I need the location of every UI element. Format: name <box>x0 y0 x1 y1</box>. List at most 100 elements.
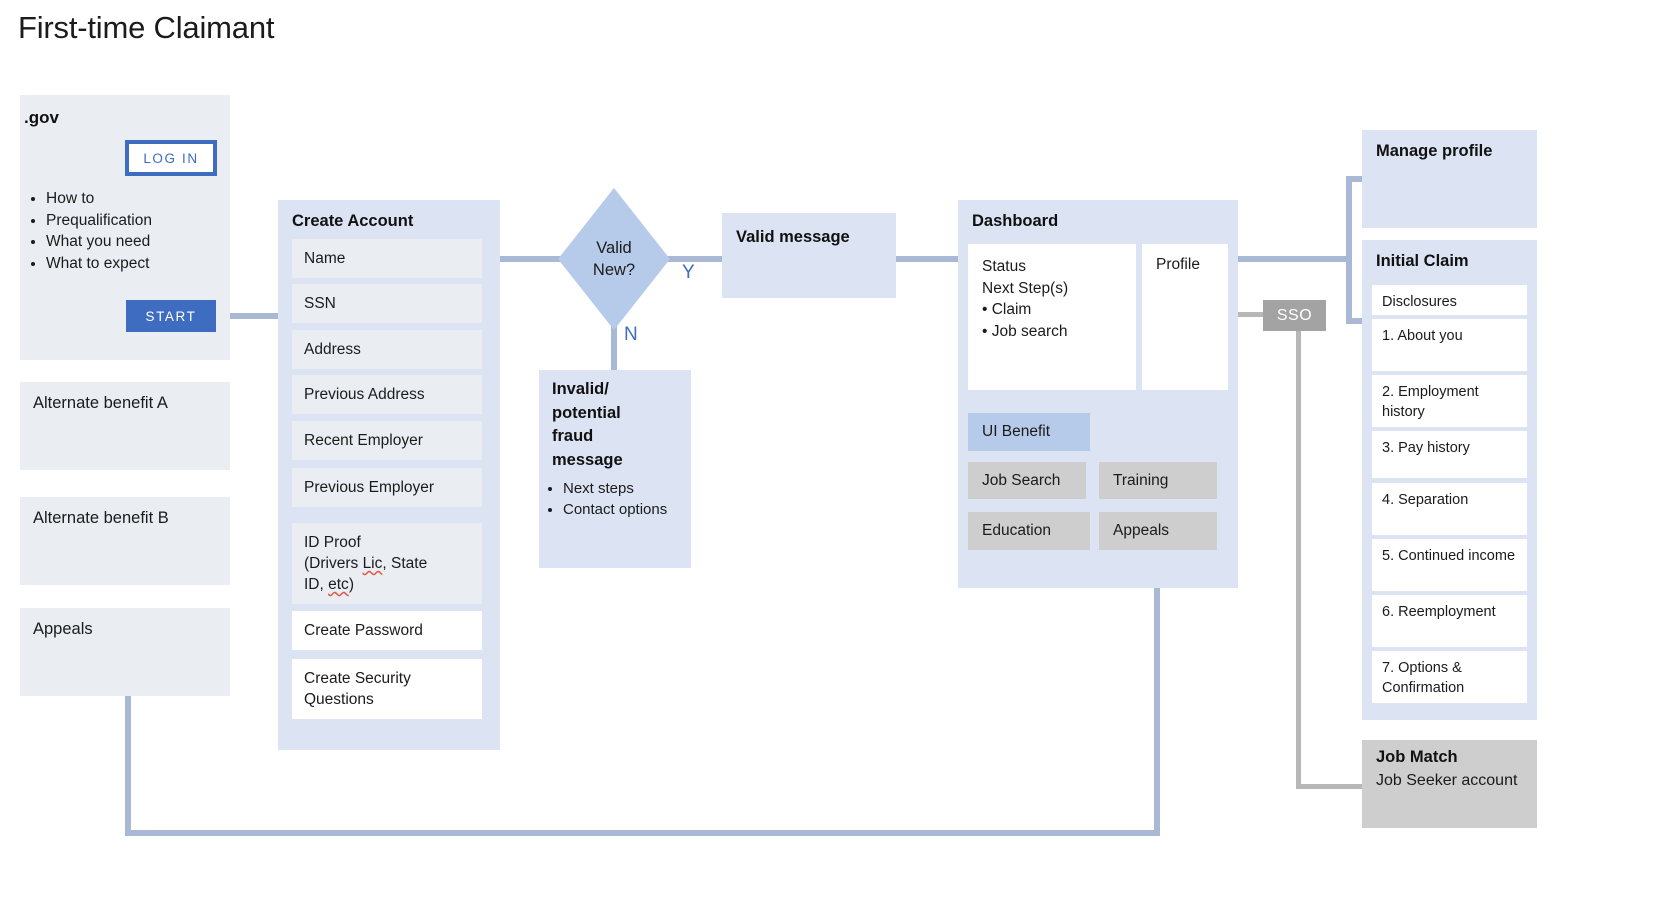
connector-valid-message-to-dashboard <box>892 256 964 262</box>
create-account-row-ssn[interactable]: SSN <box>292 284 482 323</box>
initial-claim-row-pay-history[interactable]: 3. Pay history <box>1372 431 1527 478</box>
branch-label-no: N <box>624 324 638 345</box>
id-proof-misspelling-etc: etc <box>328 576 349 593</box>
initial-claim-row-separation[interactable]: 4. Separation <box>1372 483 1527 535</box>
row-label: Pay history <box>1398 440 1470 456</box>
decision-valid-new[interactable]: Valid New? <box>558 188 670 330</box>
invalid-title-line-4: message <box>552 450 623 469</box>
card-label: Alternate benefit A <box>33 394 168 412</box>
alternate-benefit-a-card[interactable]: Alternate benefit A <box>20 382 230 470</box>
id-proof-misspelling-lic: Lic <box>362 555 383 572</box>
list-item: Contact options <box>563 499 682 520</box>
initial-claim-row-about-you[interactable]: 1. About you <box>1372 319 1527 371</box>
alternate-benefit-b-card[interactable]: Alternate benefit B <box>20 497 230 585</box>
connector-sso-to-job-match <box>1296 784 1368 789</box>
gov-label: .gov <box>24 108 59 127</box>
log-in-button[interactable]: LOG IN <box>125 140 217 176</box>
row-label: Employment history <box>1382 384 1479 420</box>
connector-decision-no <box>611 322 617 380</box>
dashboard-tab-ui-benefit[interactable]: UI Benefit <box>968 413 1090 451</box>
invalid-title-line-1: Invalid/ <box>552 380 609 398</box>
id-proof-line-2c: , State <box>382 555 428 572</box>
invalid-title-line-3: fraud <box>552 427 594 445</box>
dashboard-tab-training[interactable]: Training <box>1099 462 1217 499</box>
row-label: About you <box>1397 328 1463 344</box>
connector-dashboard-bottom-down <box>1154 586 1160 836</box>
dashboard-tab-job-search[interactable]: Job Search <box>968 462 1086 499</box>
row-label: Reemployment <box>1398 604 1496 620</box>
connector-appeals-down <box>125 696 131 836</box>
list-item[interactable]: How to <box>46 188 224 210</box>
row-number: 5. <box>1382 548 1395 564</box>
start-button[interactable]: START <box>126 300 216 332</box>
initial-claim-row-reemployment[interactable]: 6. Reemployment <box>1372 595 1527 647</box>
job-match-panel[interactable] <box>1362 740 1537 828</box>
job-match-subtitle: Job Seeker account <box>1376 772 1518 789</box>
id-proof-line-1: ID Proof <box>304 534 361 551</box>
row-label: Continued income <box>1398 548 1516 564</box>
status-line-1: Status <box>982 258 1026 275</box>
manage-profile-title: Manage profile <box>1376 142 1493 160</box>
create-account-row-address[interactable]: Address <box>292 330 482 369</box>
create-account-row-previous-employer[interactable]: Previous Employer <box>292 468 482 507</box>
row-number: 4. <box>1382 492 1395 508</box>
row-number: 3. <box>1382 440 1395 456</box>
id-proof-line-3a: ID, <box>304 576 329 593</box>
sso-badge: SSO <box>1263 300 1326 331</box>
connector-bottom-loop <box>125 830 1160 836</box>
connector-dashboard-to-sso <box>1236 312 1268 317</box>
row-label: Options & Confirmation <box>1382 660 1465 696</box>
job-match-title: Job Match <box>1376 748 1458 766</box>
status-bullet-claim: • Claim <box>982 301 1032 318</box>
connector-start-to-create-account <box>216 313 306 319</box>
appeals-card[interactable]: Appeals <box>20 608 230 696</box>
connector-spine-to-manage-profile <box>1346 176 1370 182</box>
dashboard-profile-card[interactable]: Profile <box>1142 244 1228 390</box>
create-account-row-create-password[interactable]: Create Password <box>292 611 482 650</box>
row-label: Separation <box>1398 492 1469 508</box>
id-proof-line-3c: ) <box>348 576 354 593</box>
page-title: First-time Claimant <box>18 10 275 45</box>
initial-claim-row-disclosures[interactable]: Disclosures <box>1372 285 1527 315</box>
diamond-label: Valid New? <box>558 188 670 330</box>
invalid-fraud-message-title: Invalid/ potential fraud message <box>552 378 677 472</box>
list-item[interactable]: What you need <box>46 231 224 253</box>
gov-info-list: How to Prequalification What you need Wh… <box>24 188 224 274</box>
diamond-line-1: Valid <box>596 239 632 257</box>
row-label: Disclosures <box>1382 294 1457 310</box>
row-number: 6. <box>1382 604 1395 620</box>
initial-claim-row-employment-history[interactable]: 2. Employment history <box>1372 375 1527 427</box>
security-questions-label: Create Security Questions <box>304 670 411 708</box>
create-account-row-recent-employer[interactable]: Recent Employer <box>292 421 482 460</box>
row-number: 7. <box>1382 660 1395 676</box>
card-label: Alternate benefit B <box>33 509 169 527</box>
dashboard-tab-appeals[interactable]: Appeals <box>1099 512 1217 550</box>
dashboard-tab-education[interactable]: Education <box>968 512 1090 550</box>
initial-claim-row-options-confirmation[interactable]: 7. Options & Confirmation <box>1372 651 1527 703</box>
connector-create-account-to-decision <box>495 256 565 262</box>
branch-label-yes: Y <box>682 262 695 283</box>
connector-decision-yes <box>664 256 726 262</box>
dashboard-status-card: Status Next Step(s) • Claim • Job search <box>968 244 1136 390</box>
diamond-line-2: New? <box>592 261 636 279</box>
invalid-title-line-2: potential <box>552 403 621 422</box>
create-account-row-id-proof[interactable]: ID Proof (Drivers Lic, State ID, etc) <box>292 523 482 604</box>
create-account-row-previous-address[interactable]: Previous Address <box>292 375 482 414</box>
row-number: 2. <box>1382 384 1395 400</box>
status-line-2: Next Step(s) <box>982 279 1069 297</box>
create-account-title: Create Account <box>292 212 414 230</box>
create-account-row-name[interactable]: Name <box>292 239 482 278</box>
profile-label: Profile <box>1156 256 1200 273</box>
create-account-row-security-questions[interactable]: Create Security Questions <box>292 659 482 719</box>
list-item[interactable]: What to expect <box>46 253 224 275</box>
list-item: Next steps <box>563 478 682 499</box>
status-bullet-job-search: • Job search <box>982 322 1068 340</box>
list-item[interactable]: Prequalification <box>46 210 224 232</box>
invalid-fraud-bullets: Next steps Contact options <box>550 478 682 520</box>
connector-sso-down <box>1296 328 1301 788</box>
card-label: Appeals <box>33 620 93 638</box>
manage-profile-panel[interactable] <box>1362 130 1537 228</box>
id-proof-line-2a: (Drivers <box>304 555 363 572</box>
initial-claim-row-continued-income[interactable]: 5. Continued income <box>1372 539 1527 591</box>
